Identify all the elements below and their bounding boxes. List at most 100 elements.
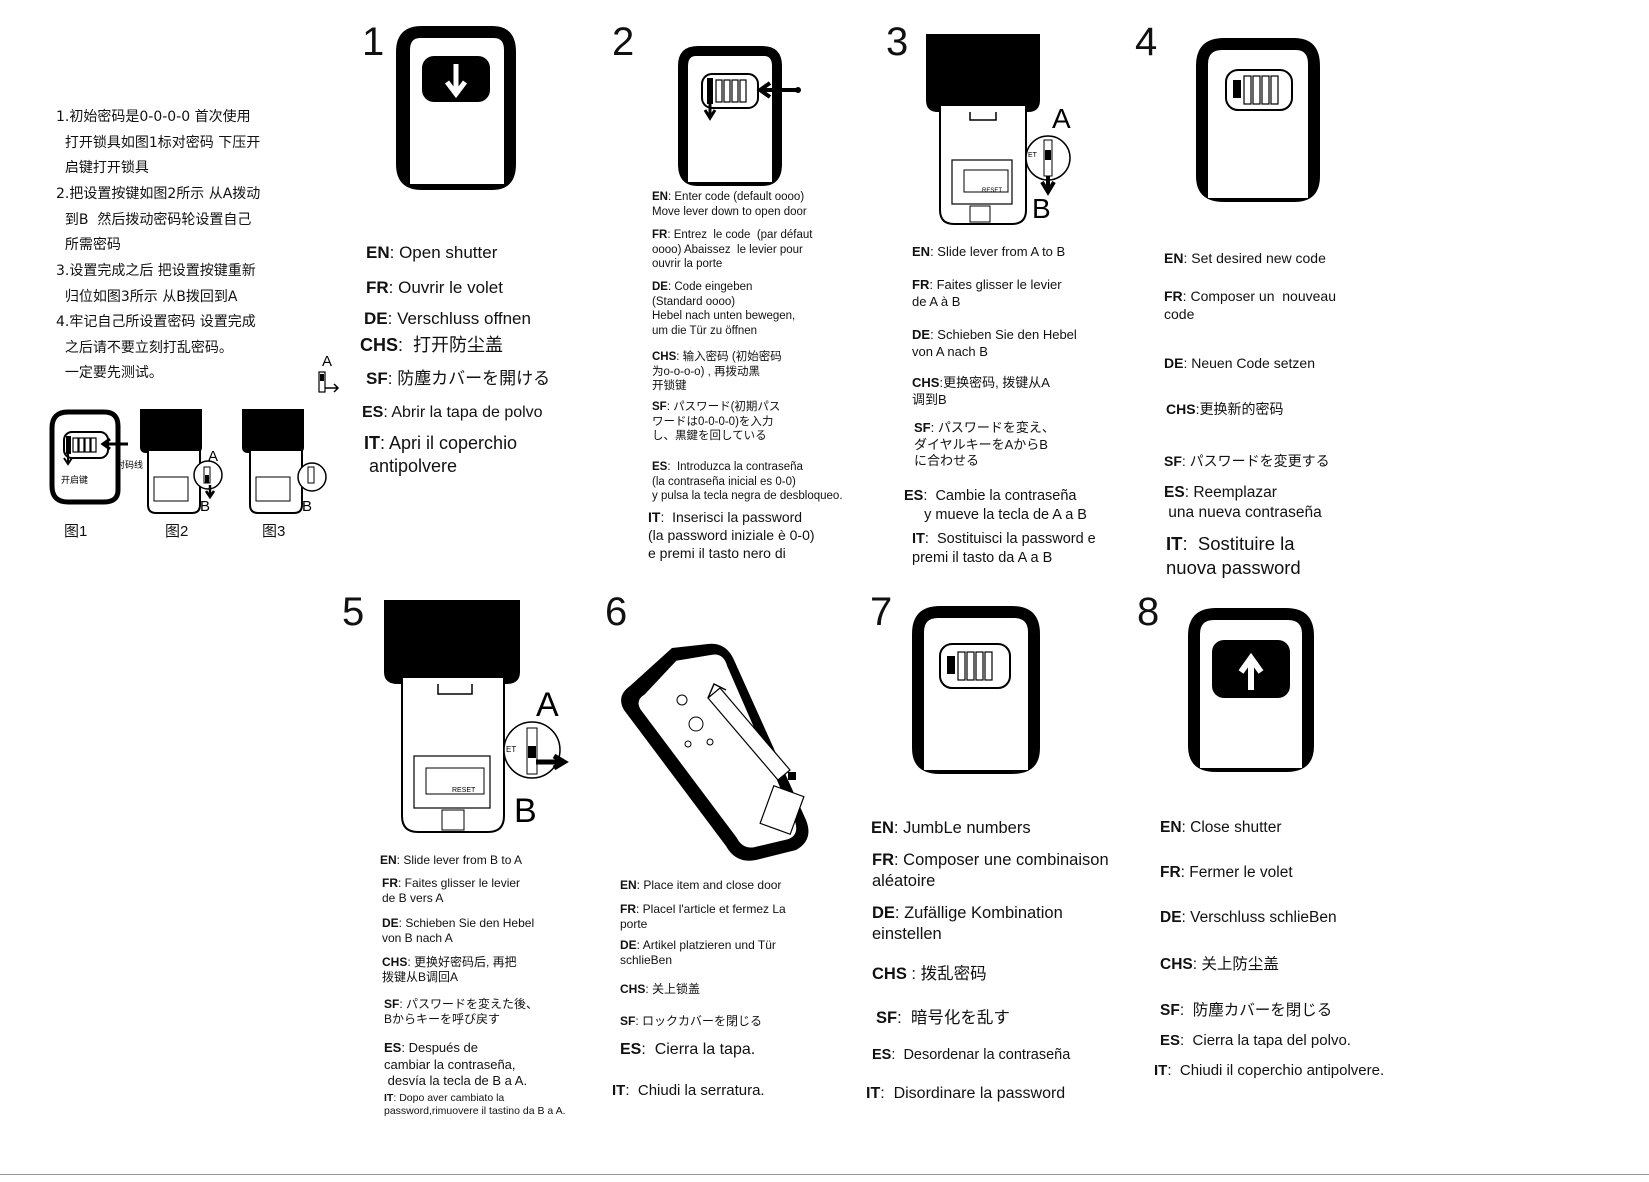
language-tag: SF xyxy=(914,420,931,435)
step5-sf-text: SF: パスワードを変えた後、 Bからキーを呼び戻す xyxy=(384,997,538,1028)
instruction-text: Fermer le volet xyxy=(1189,864,1293,881)
language-tag: IT xyxy=(364,433,380,453)
language-separator: : xyxy=(387,369,398,388)
instruction-text: パスワードを変え、 ダイヤルキーをAからB に合わせる xyxy=(914,420,1055,469)
step6-en-text: EN: Place item and close door xyxy=(620,878,781,893)
language-separator: : xyxy=(401,1040,409,1055)
step6-it-text: IT: Chiudi la serratura. xyxy=(612,1081,765,1100)
step6-es-text: ES: Cierra la tapa. xyxy=(620,1040,755,1061)
step5-it-text: IT: Dopo aver cambiato la password,rimuo… xyxy=(384,1092,566,1119)
step4-chs-text: CHS:更换新的密码 xyxy=(1166,401,1283,419)
language-tag: CHS xyxy=(620,982,646,996)
instruction-text: 关上锁盖 xyxy=(652,982,701,996)
language-separator: : xyxy=(897,1009,911,1027)
step8-lockbox-illustration xyxy=(1188,608,1314,772)
instruction-text: Zufällige Kombination einstellen xyxy=(872,904,1063,944)
step8-chs-text: CHS: 关上防尘盖 xyxy=(1160,955,1279,975)
step1-sf-text: SF: 防塵カバーを開ける xyxy=(366,368,550,390)
language-separator: : xyxy=(383,404,392,421)
instruction-text: Neuen Code setzen xyxy=(1191,355,1315,371)
language-tag: IT xyxy=(384,1092,394,1104)
language-tag: SF xyxy=(652,401,667,413)
instruction-text: 防塵カバーを閉じる xyxy=(1192,1002,1333,1019)
step-number-7: 7 xyxy=(870,590,893,634)
language-tag: DE xyxy=(912,327,931,342)
step3-label-b: B xyxy=(1032,193,1051,224)
language-tag: DE xyxy=(364,309,388,328)
fig2-label-b: B xyxy=(200,498,210,515)
step3-reset-label: RESET xyxy=(982,188,1002,194)
instruction-text: 暗号化を乱す xyxy=(910,1009,1010,1027)
instruction-text: Schieben Sie den Hebel von A nach B xyxy=(912,327,1077,359)
step4-sf-text: SF: パスワードを変更する xyxy=(1164,453,1330,471)
language-separator: : xyxy=(891,1047,904,1063)
language-tag: DE xyxy=(652,281,668,293)
language-tag: IT xyxy=(1166,533,1183,554)
language-separator: : xyxy=(930,420,938,435)
language-separator: : xyxy=(880,1085,894,1102)
language-tag: CHS xyxy=(382,955,408,969)
instruction-text: Sostituisci la password e premi il tasto… xyxy=(912,531,1096,566)
step-number-5: 5 xyxy=(342,590,365,634)
step3-en-text: EN: Slide lever from A to B xyxy=(912,244,1065,261)
step3-sf-text: SF: パスワードを変え、 ダイヤルキーをAからB に合わせる xyxy=(914,420,1055,470)
step4-fr-text: FR: Composer un nouveau code xyxy=(1164,288,1336,324)
step4-es-text: ES: Reemplazar una nueva contraseña xyxy=(1164,483,1322,523)
instruction-text: Cierra la tapa del polvo. xyxy=(1192,1032,1351,1049)
open-key-label: 开启键 xyxy=(61,474,88,486)
language-separator: : xyxy=(666,401,674,413)
language-separator: : xyxy=(1181,819,1191,836)
instruction-text: 拨乱密码 xyxy=(920,965,987,983)
instruction-text: Verschluss schlieBen xyxy=(1190,909,1337,926)
language-separator: : xyxy=(1192,956,1202,973)
language-separator: : xyxy=(930,327,938,342)
step7-de-text: DE: Zufällige Kombination einstellen xyxy=(872,903,1063,945)
language-tag: SF xyxy=(366,369,388,388)
language-tag: ES xyxy=(652,461,668,473)
language-tag: SF xyxy=(876,1009,898,1027)
language-separator: : xyxy=(1180,1032,1193,1049)
step7-it-text: IT: Disordinare la password xyxy=(866,1084,1065,1105)
language-separator: : xyxy=(1195,401,1200,417)
language-tag: SF xyxy=(620,1014,636,1028)
step6-de-text: DE: Artikel platzieren und Tür schlieBen xyxy=(620,938,776,969)
step6-chs-text: CHS: 关上锁盖 xyxy=(620,982,700,997)
step5-lockbox-illustration: RESET ET A B xyxy=(384,600,569,833)
language-separator: : xyxy=(387,309,398,328)
cn-item-4: 4.牢记自己所设置密码 设置完成 之后请不要立刻打乱密码。 一定要先测试。 xyxy=(56,314,256,381)
language-separator: : xyxy=(1182,533,1198,554)
step7-es-text: ES: Desordenar la contraseña xyxy=(872,1046,1070,1065)
step7-fr-text: FR: Composer une combinaison aléatoire xyxy=(872,850,1109,892)
language-tag: CHS xyxy=(1166,401,1196,417)
step7-sf-text: SF: 暗号化を乱す xyxy=(876,1008,1010,1029)
step1-es-text: ES: Abrir la tapa de polvo xyxy=(362,403,543,424)
step2-de-text: DE: Code eingeben (Standard oooo) Hebel … xyxy=(652,280,795,339)
instruction-text: 防塵カバーを開ける xyxy=(397,369,551,388)
instruction-text: パスワード(初期パス ワードは0-0-0-0)を入力 し、黒鍵を回している xyxy=(652,401,781,443)
instruction-text: 更换新的密码 xyxy=(1199,401,1284,417)
step-number-6: 6 xyxy=(605,590,628,634)
step5-label-b: B xyxy=(514,792,537,830)
step5-de-text: DE: Schieben Sie den Hebel von B nach A xyxy=(382,916,534,947)
cn-item-3: 3.设置完成之后 把设置按键重新 归位如图3所示 从B拨回到A xyxy=(56,263,256,305)
step1-de-text: DE: Verschluss offnen xyxy=(364,308,531,330)
instruction-text: Ouvrir le volet xyxy=(398,278,503,297)
language-tag: EN xyxy=(912,244,931,259)
step3-label-a: A xyxy=(1052,103,1071,134)
language-separator: : xyxy=(923,488,936,504)
step5-fr-text: FR: Faites glisser le levier de B vers A xyxy=(382,876,520,907)
instruction-text: Slide lever from A to B xyxy=(937,244,1066,259)
language-tag: ES xyxy=(384,1040,402,1055)
step7-lockbox-illustration xyxy=(912,606,1040,774)
fig3-label-b: B xyxy=(302,498,312,515)
step2-lockbox-illustration xyxy=(678,46,801,186)
language-separator: : xyxy=(389,243,400,262)
step2-es-text: ES: Introduzca la contraseña (la contras… xyxy=(652,460,843,504)
language-tag: EN xyxy=(1164,250,1184,266)
instruction-text: パスワードを変えた後、 Bからキーを呼び戻す xyxy=(384,997,539,1027)
step3-fr-text: FR: Faites glisser le levier de A à B xyxy=(912,277,1062,310)
step-number-2: 2 xyxy=(612,20,635,64)
instruction-text: Composer une combinaison aléatoire xyxy=(872,851,1109,891)
language-tag: EN xyxy=(366,243,390,262)
language-separator: : xyxy=(635,1014,643,1028)
